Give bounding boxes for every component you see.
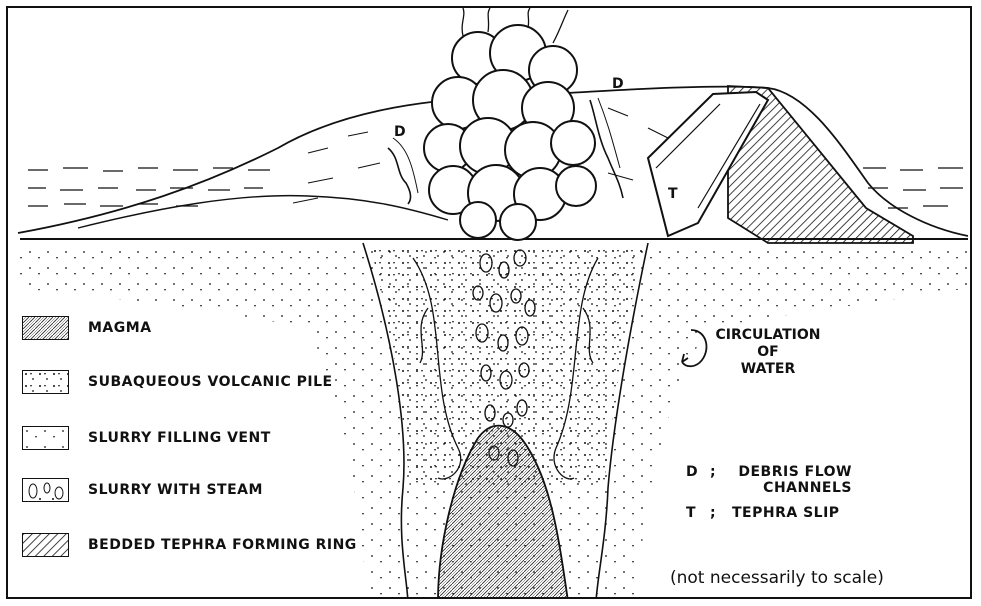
scale-note: (not necessarily to scale)	[670, 568, 884, 588]
legend-swatch-magma	[22, 316, 69, 340]
legend-label-slurry-vent: SLURRY FILLING VENT	[88, 430, 271, 446]
water-dashes-right	[863, 168, 963, 208]
legend-label-subaqueous: SUBAQUEOUS VOLCANIC PILE	[88, 374, 333, 390]
diagram-label-d-left: D	[394, 124, 406, 140]
legend-swatch-tephra	[22, 533, 69, 557]
legend-label-tephra: BEDDED TEPHRA FORMING RING	[88, 537, 357, 553]
legend-label-magma: MAGMA	[88, 320, 152, 336]
eruption-cloud	[424, 25, 596, 240]
legend-swatch-slurry-vent	[22, 426, 69, 450]
diagram-label-t: T	[668, 186, 678, 202]
tuff-ring-inner	[78, 196, 448, 228]
key-letter-d: D	[686, 464, 698, 480]
key-separator-t: ;	[710, 505, 716, 521]
legend-label-slurry-steam: SLURRY WITH STEAM	[88, 482, 263, 498]
key-label-debris: DEBRIS FLOW CHANNELS	[732, 464, 852, 496]
key-letter-t: T	[686, 505, 696, 521]
figure-frame: MAGMA SUBAQUEOUS VOLCANIC PILE SLURRY FI…	[6, 6, 972, 599]
key-separator-d: ;	[710, 464, 716, 480]
diagram-label-d-right: D	[612, 76, 624, 92]
key-label-tephra-slip: TEPHRA SLIP	[732, 505, 840, 521]
legend-swatch-slurry-steam	[22, 478, 69, 502]
legend-swatch-subaqueous	[22, 370, 69, 394]
